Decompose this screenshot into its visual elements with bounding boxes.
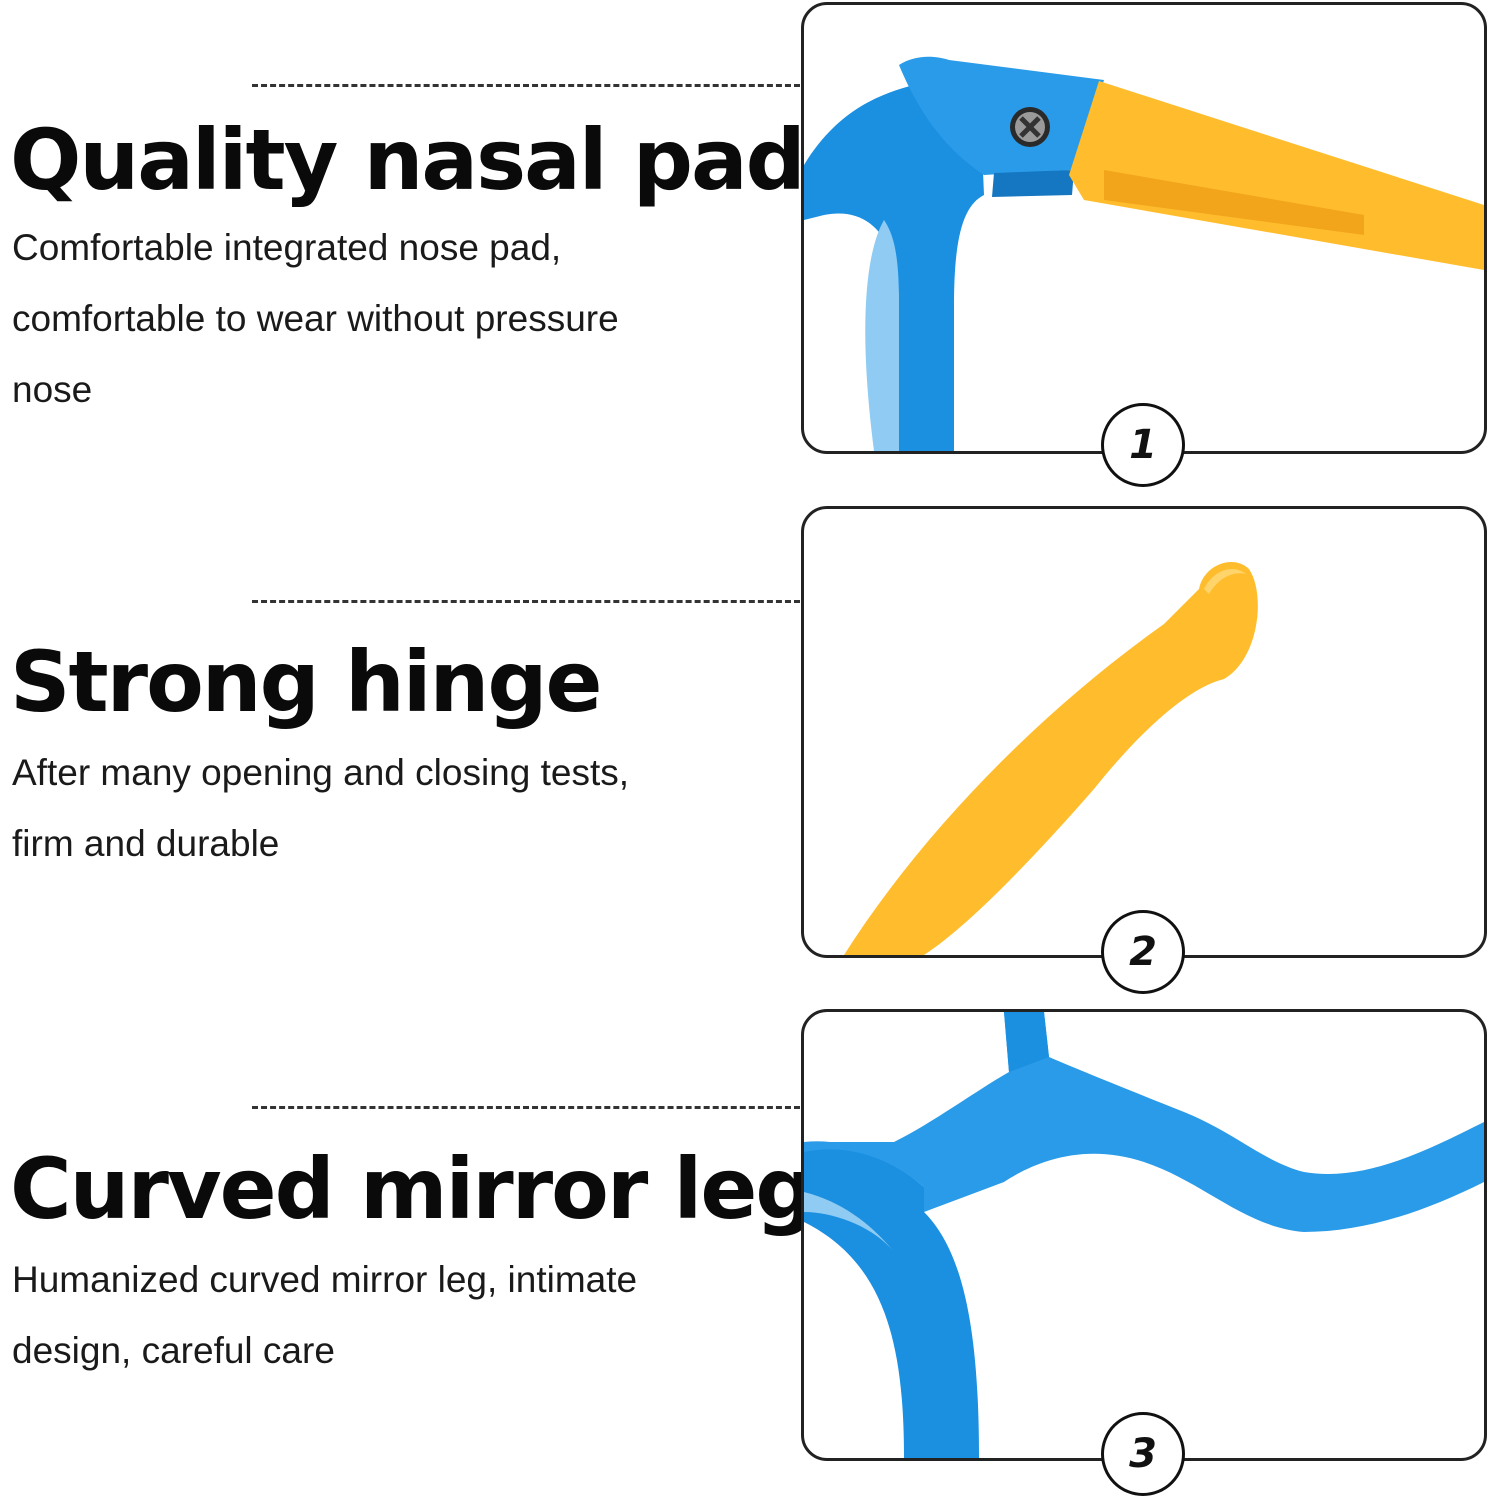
feature-description-1: Comfortable integrated nose pad, comfort…: [12, 212, 732, 425]
product-photo-nasal-pad: [801, 2, 1487, 454]
description-line: nose: [12, 369, 93, 410]
description-line: design, careful care: [12, 1330, 335, 1371]
description-line: firm and durable: [12, 823, 280, 864]
curved-blue-temple-illustration: [804, 1012, 1484, 1458]
yellow-temple-tip-illustration: [844, 561, 1258, 955]
feature-title-2: Strong hinge: [10, 633, 602, 731]
product-photo-curved-leg: [801, 1009, 1487, 1461]
description-line: After many opening and closing tests,: [12, 752, 630, 793]
feature-description-3: Humanized curved mirror leg, intimate de…: [12, 1244, 732, 1386]
feature-number-badge-3: 3: [1101, 1412, 1185, 1496]
description-line: comfortable to wear without pressure: [12, 298, 619, 339]
dashed-connector-2: [252, 600, 800, 603]
feature-title-3: Curved mirror leg: [10, 1140, 815, 1238]
description-line: Humanized curved mirror leg, intimate: [12, 1259, 638, 1300]
feature-number-badge-1: 1: [1101, 403, 1185, 487]
glasses-hinge-closeup-illustration: [804, 56, 1484, 451]
feature-description-2: After many opening and closing tests, fi…: [12, 737, 732, 879]
description-line: Comfortable integrated nose pad,: [12, 227, 562, 268]
feature-title-1: Quality nasal pad: [10, 111, 806, 209]
product-photo-hinge: [801, 506, 1487, 958]
feature-number-badge-2: 2: [1101, 910, 1185, 994]
dashed-connector-3: [252, 1106, 800, 1109]
dashed-connector-1: [252, 84, 800, 87]
